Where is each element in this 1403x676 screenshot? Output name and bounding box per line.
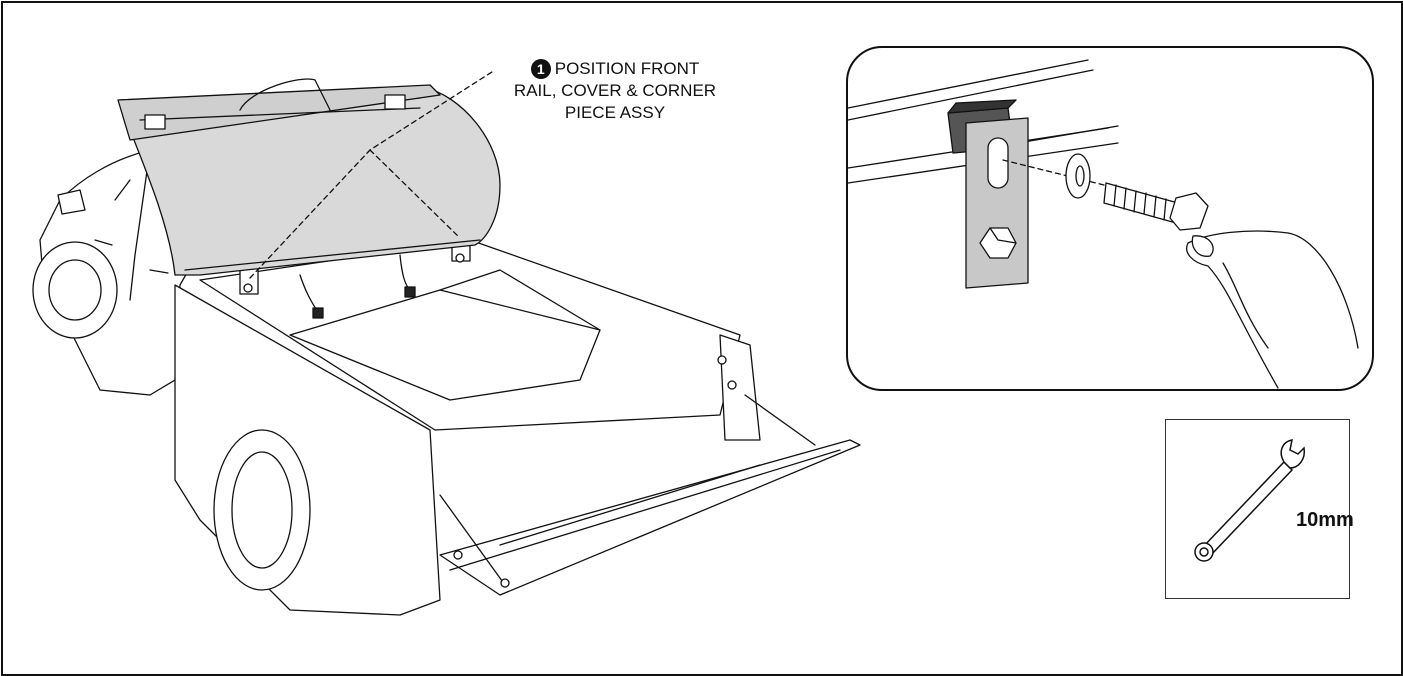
- front-wheel: [32, 241, 118, 339]
- tailgate: [439, 439, 861, 596]
- callout-line-2: RAIL, COVER & CORNER: [513, 81, 717, 100]
- hand: [1186, 230, 1359, 389]
- bracket-detail-illustration: [848, 59, 1359, 389]
- wrench-icon: [1194, 439, 1306, 562]
- side-mirror: [57, 189, 86, 215]
- step-callout: 1 POSITION FRONT RAIL, COVER & CORNER PI…: [470, 58, 760, 124]
- callout-line-1: POSITION FRONT: [554, 59, 700, 78]
- cover-assembly: [119, 87, 501, 276]
- step-number-badge: 1: [530, 59, 551, 79]
- detail-inset: [846, 46, 1374, 391]
- callout-line-3: PIECE ASSY: [564, 103, 666, 122]
- front-rail: [117, 84, 441, 141]
- tool-box: [1165, 419, 1350, 599]
- rear-wheel: [213, 429, 311, 591]
- wrench-size-label: 10mm: [1296, 509, 1354, 531]
